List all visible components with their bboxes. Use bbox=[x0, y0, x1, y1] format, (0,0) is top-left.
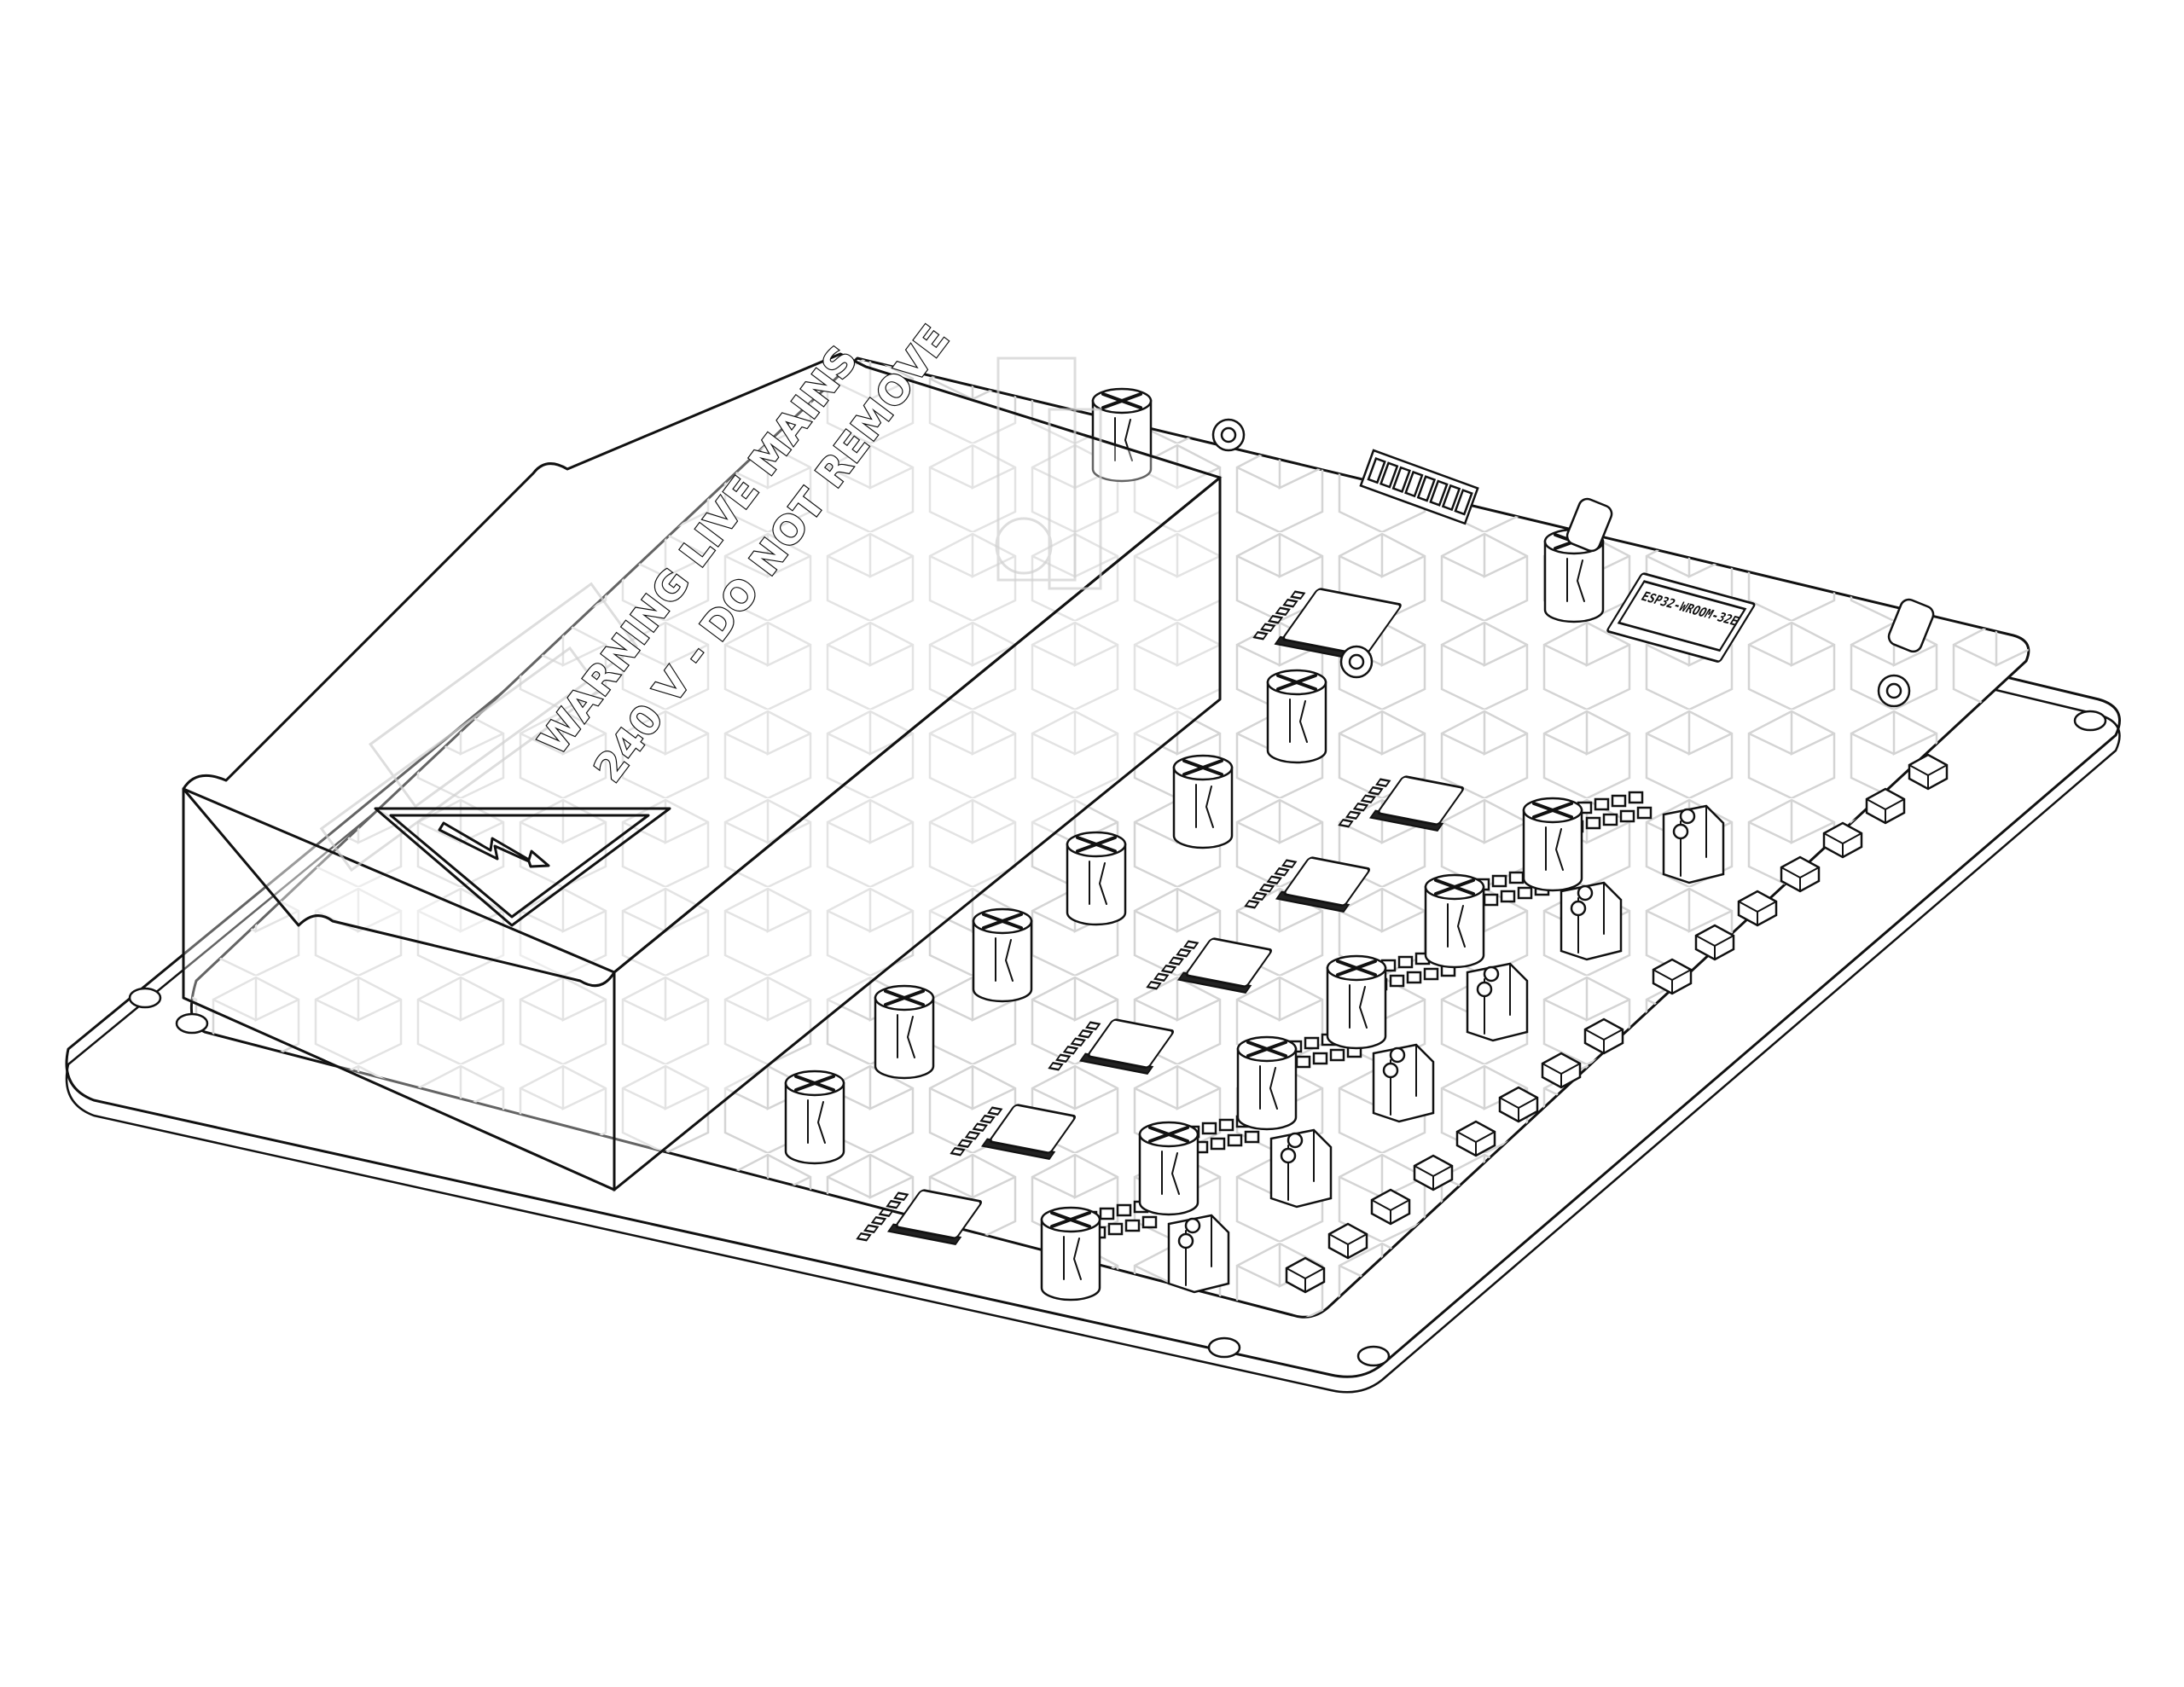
electrolytic-capacitors bbox=[784, 387, 1605, 1301]
electrolytic-capacitor bbox=[874, 984, 935, 1080]
edge-led-row bbox=[1285, 753, 1949, 1294]
electrolytic-capacitor bbox=[1266, 669, 1327, 764]
ic-package bbox=[1146, 937, 1272, 994]
edge-led bbox=[1694, 924, 1735, 961]
edge-led bbox=[1865, 787, 1906, 825]
electrolytic-capacitor bbox=[1091, 387, 1153, 483]
electrolytic-capacitor bbox=[1040, 1206, 1101, 1301]
edge-led bbox=[1780, 855, 1821, 893]
usb-c-connector-2 bbox=[1887, 598, 1935, 653]
electrolytic-capacitor bbox=[1424, 873, 1485, 969]
esp32-module: ESP32-WROOM-32E bbox=[1606, 572, 1756, 663]
electrolytic-capacitor bbox=[1172, 754, 1234, 849]
tactile-switch bbox=[1211, 418, 1246, 452]
mounting-hole-icon bbox=[1207, 1336, 1241, 1359]
tactile-switch-2 bbox=[1339, 645, 1374, 679]
electrolytic-capacitor bbox=[1066, 831, 1127, 926]
edge-led bbox=[1822, 821, 1863, 859]
ic-package bbox=[1244, 856, 1370, 913]
edge-led bbox=[1455, 1120, 1496, 1157]
dip-switch bbox=[1359, 449, 1479, 525]
mounting-holes bbox=[128, 710, 2107, 1367]
edge-led bbox=[1908, 753, 1949, 791]
mounting-hole-icon bbox=[128, 987, 162, 1009]
ic-packages bbox=[856, 588, 1464, 1245]
mains-cover bbox=[182, 352, 1223, 1193]
electrolytic-capacitor bbox=[1522, 797, 1583, 892]
mounting-hole-icon bbox=[175, 1012, 209, 1035]
ic-package bbox=[1338, 775, 1464, 832]
edge-led bbox=[1413, 1154, 1454, 1191]
usb-c-connector bbox=[1565, 497, 1613, 553]
ic-package bbox=[1252, 588, 1402, 663]
edge-led bbox=[1737, 890, 1778, 927]
edge-led bbox=[1583, 1017, 1624, 1055]
edge-led bbox=[1370, 1188, 1411, 1226]
ic-package bbox=[1048, 1018, 1174, 1075]
mounting-hole-icon bbox=[2073, 710, 2107, 732]
electrolytic-capacitor bbox=[1138, 1121, 1199, 1216]
electrolytic-capacitor bbox=[1236, 1035, 1298, 1131]
electrolytic-capacitor bbox=[1326, 954, 1387, 1050]
edge-led bbox=[1541, 1052, 1582, 1089]
edge-led bbox=[1285, 1256, 1326, 1294]
edge-led bbox=[1498, 1086, 1539, 1123]
electrolytic-capacitor bbox=[972, 907, 1033, 1003]
edge-led bbox=[1652, 958, 1693, 995]
high-voltage-triangle-icon bbox=[374, 807, 671, 927]
edge-led bbox=[1327, 1222, 1368, 1260]
ic-package bbox=[856, 1189, 982, 1245]
ic-package bbox=[950, 1104, 1076, 1160]
electrolytic-capacitor bbox=[784, 1070, 845, 1165]
mounting-hole-icon bbox=[1356, 1345, 1391, 1367]
tactile-switch-3 bbox=[1877, 674, 1911, 708]
